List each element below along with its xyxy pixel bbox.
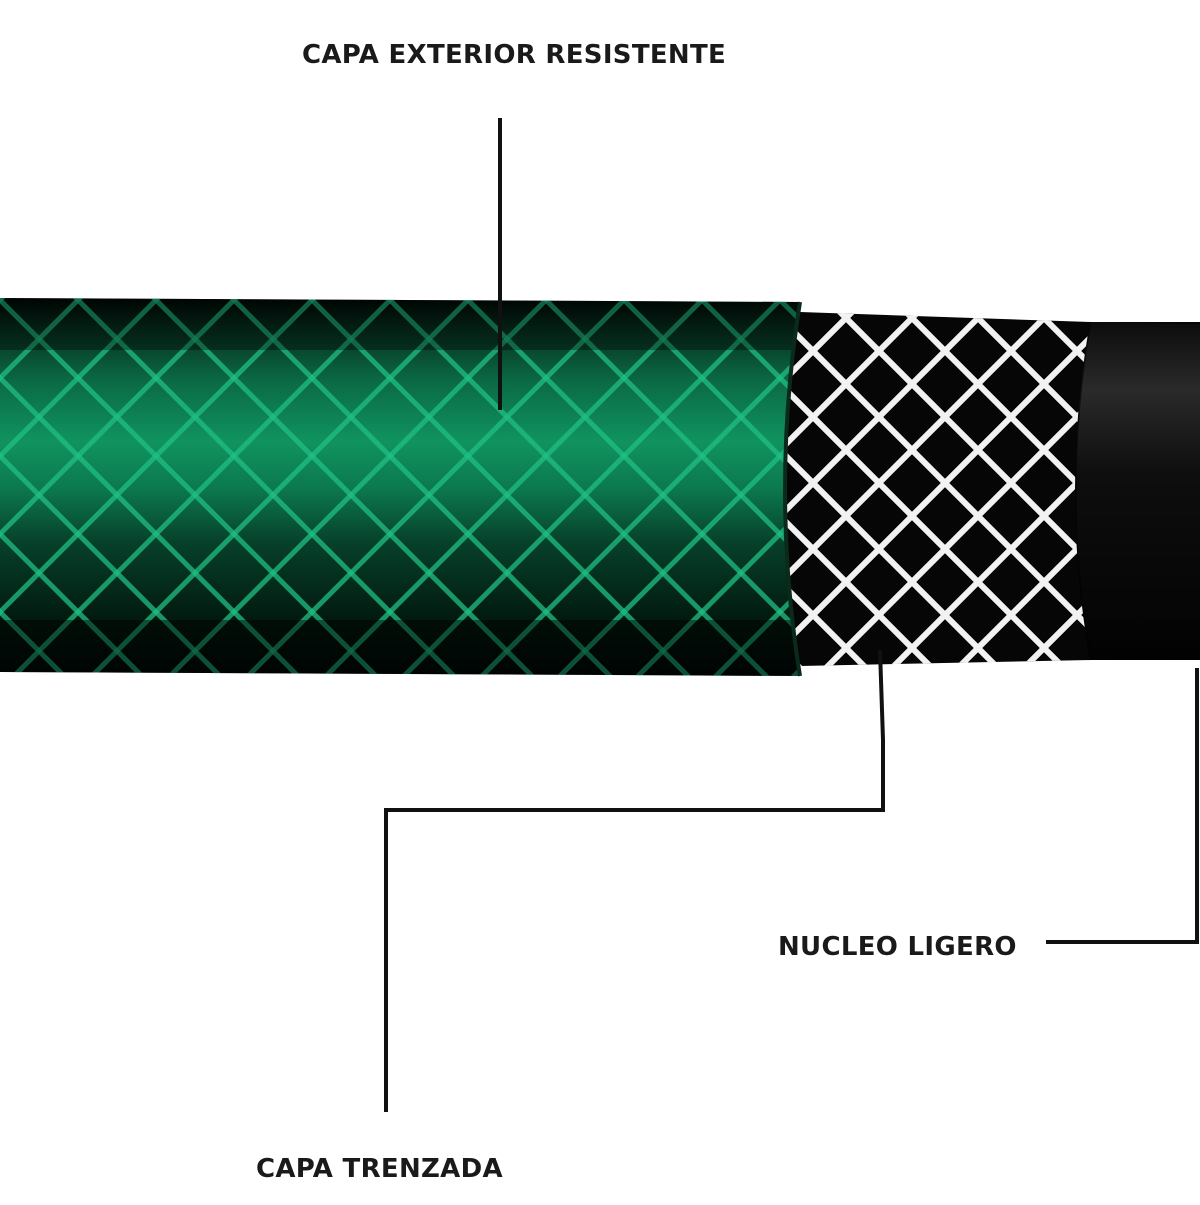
outer-layer — [0, 298, 802, 677]
braided-layer — [785, 312, 1090, 666]
label-outer-layer: CAPA EXTERIOR RESISTENTE — [302, 40, 727, 70]
leader-line-braid — [384, 649, 885, 1112]
label-core: NUCLEO LIGERO — [778, 932, 1017, 962]
leader-lines — [384, 118, 1199, 1112]
leader-line-core — [1046, 668, 1199, 944]
label-braided-layer: CAPA TRENZADA — [256, 1154, 503, 1184]
